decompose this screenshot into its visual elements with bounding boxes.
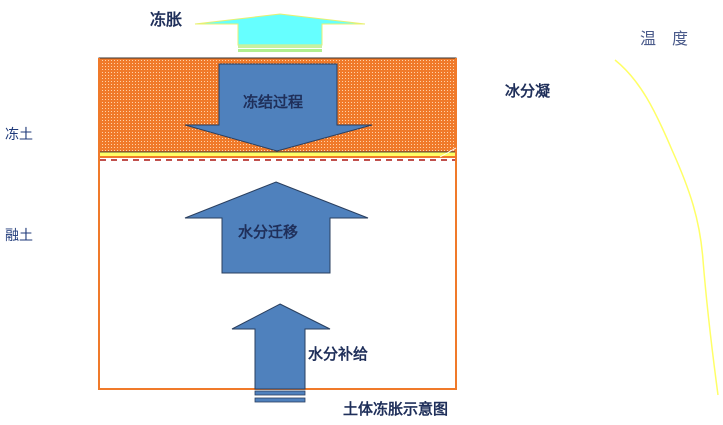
temperature-label: 温 度 — [640, 29, 689, 48]
frost-heave-arrow — [194, 13, 366, 52]
frost-heave-label: 冻胀 — [150, 10, 183, 29]
frozen-soil-label: 冻土 — [5, 127, 33, 143]
thawed-soil-label: 融土 — [5, 228, 33, 244]
water-supply-label: 水分补给 — [308, 345, 369, 363]
water-supply-arrow — [231, 303, 331, 403]
water-migration-arrow — [184, 181, 369, 274]
freezing-process-label: 冻结过程 — [243, 93, 304, 111]
freezing-process-arrow — [184, 63, 373, 152]
temperature-curve — [614, 59, 719, 396]
diagram-caption: 土体冻胀示意图 — [343, 400, 449, 418]
water-migration-label: 水分迁移 — [238, 223, 299, 241]
ice-segregation-label: 冰分凝 — [505, 82, 551, 100]
